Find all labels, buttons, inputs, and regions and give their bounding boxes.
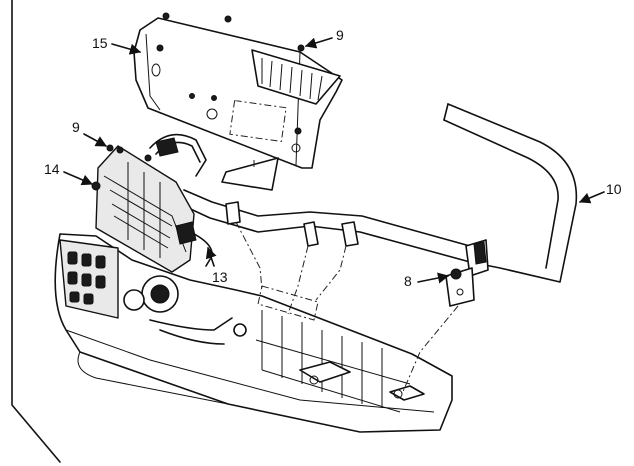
assembly-lines xyxy=(235,160,459,395)
callout-15: 15 xyxy=(92,35,142,55)
page-frame-line xyxy=(11,0,61,463)
mount-bracket-part xyxy=(445,239,489,307)
base-housing-part xyxy=(54,233,453,433)
handle-tube-part xyxy=(183,103,578,283)
callout-10: 10 xyxy=(578,181,622,204)
top-cover-part xyxy=(133,17,343,169)
cover-screws xyxy=(156,12,305,135)
callout-label-15: 15 xyxy=(92,35,108,51)
callout-8: 8 xyxy=(404,272,450,289)
callout-label-10: 10 xyxy=(606,181,622,197)
callout-9-left: 9 xyxy=(72,119,107,147)
callout-label-9-left: 9 xyxy=(72,119,80,135)
callout-label-13: 13 xyxy=(212,269,228,285)
callout-label-9-top: 9 xyxy=(336,27,344,43)
callout-label-14: 14 xyxy=(44,161,60,177)
control-module-part xyxy=(95,133,213,273)
label-plate xyxy=(221,157,279,191)
callout-label-8: 8 xyxy=(404,273,412,289)
module-screws xyxy=(91,144,152,191)
callout-13: 13 xyxy=(205,246,228,285)
callout-14: 14 xyxy=(44,161,94,186)
callout-9-top: 9 xyxy=(304,27,344,49)
